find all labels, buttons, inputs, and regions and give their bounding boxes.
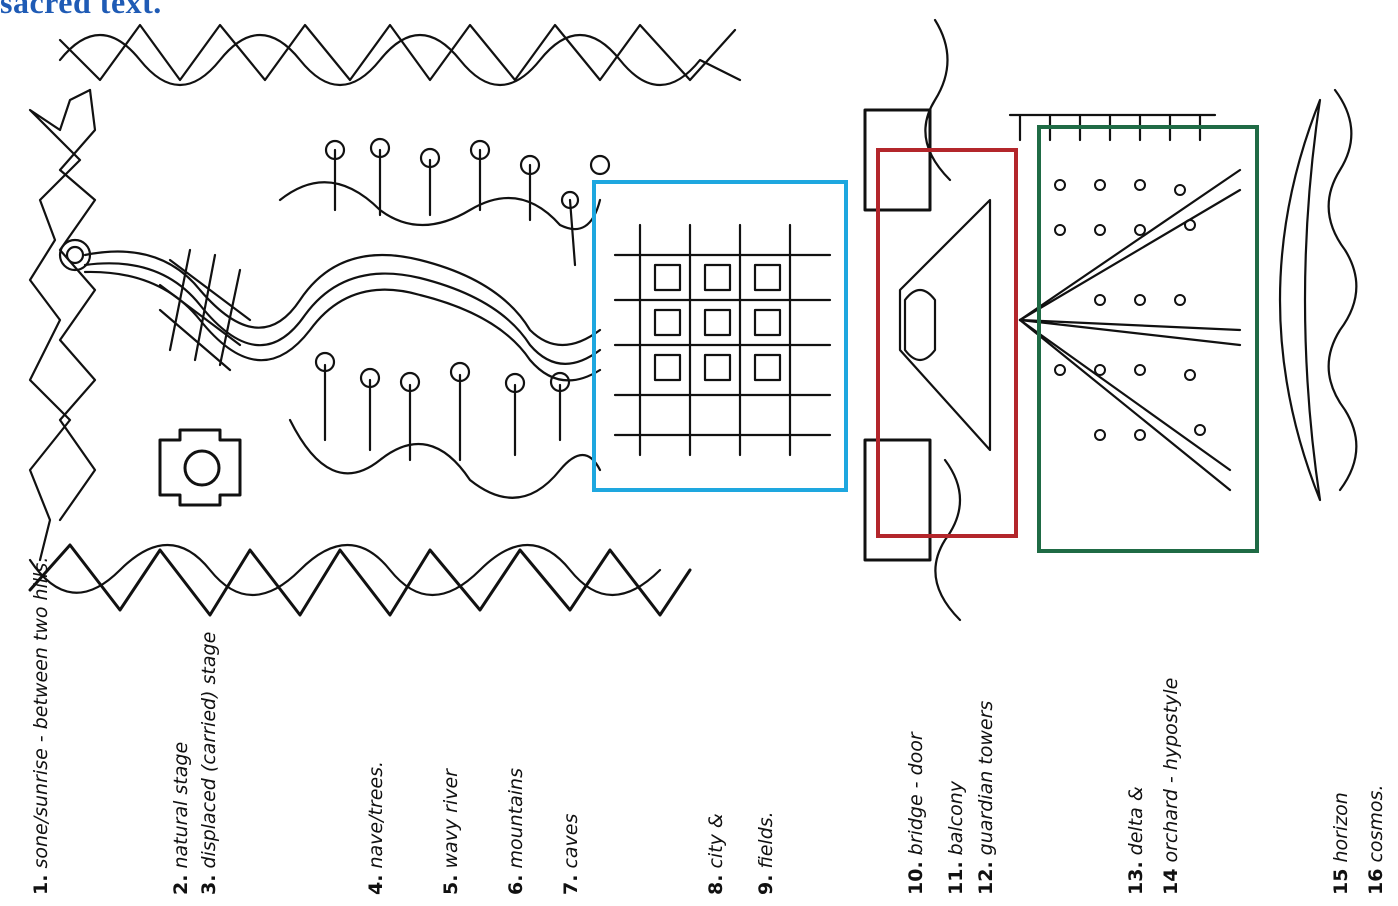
note-15: 15horizon bbox=[1330, 792, 1352, 895]
note-16: 16cosmos. bbox=[1365, 785, 1387, 896]
orchard-dots bbox=[1055, 180, 1205, 440]
note-7: 7.caves bbox=[560, 814, 582, 895]
note-10: 10.bridge - door bbox=[905, 732, 927, 895]
note-8: 8.city & bbox=[705, 813, 727, 895]
balcony-arches bbox=[905, 290, 935, 360]
vertical-river-2 bbox=[935, 460, 960, 620]
note-4: 4.nave/trees. bbox=[365, 761, 387, 895]
top-hills-zigzag bbox=[60, 25, 735, 80]
note-1: 1.sone/sunrise - between two hills. bbox=[30, 557, 52, 895]
river-line-1 bbox=[85, 252, 600, 345]
note-11: 11.balcony bbox=[945, 781, 967, 895]
note-5: 5.wavy river bbox=[440, 769, 462, 895]
bottom-hills-zigzag bbox=[30, 545, 690, 615]
cave-block bbox=[160, 430, 240, 505]
delta-rays bbox=[1020, 170, 1240, 490]
lower-trees bbox=[316, 353, 569, 460]
top-tower bbox=[865, 110, 930, 210]
note-14: 14orchard - hypostyle bbox=[1160, 678, 1182, 895]
bridge-door-box bbox=[878, 150, 1016, 536]
balcony-shape bbox=[900, 200, 990, 450]
note-2: 2.natural stage bbox=[170, 742, 192, 895]
cosmos-wave bbox=[1329, 90, 1357, 490]
upper-tree-line bbox=[280, 182, 600, 229]
bottom-tower bbox=[865, 440, 930, 560]
horizon-lens bbox=[1280, 100, 1320, 500]
city-grid bbox=[615, 225, 830, 455]
note-12: 12.guardian towers bbox=[975, 701, 997, 895]
note-6: 6.mountains bbox=[505, 768, 527, 895]
note-9: 9.fields. bbox=[755, 811, 777, 895]
top-hills-wave bbox=[60, 35, 740, 85]
river-line-3 bbox=[85, 272, 600, 380]
lower-tree-line bbox=[290, 420, 600, 498]
note-3: 3.displaced (carried) stage bbox=[198, 632, 220, 895]
stage-outline-2 bbox=[60, 90, 95, 520]
upper-trees bbox=[326, 139, 609, 265]
bottom-hills-wave bbox=[30, 545, 660, 595]
note-13: 13.delta & bbox=[1125, 786, 1147, 895]
delta-orchard-box bbox=[1039, 127, 1257, 551]
